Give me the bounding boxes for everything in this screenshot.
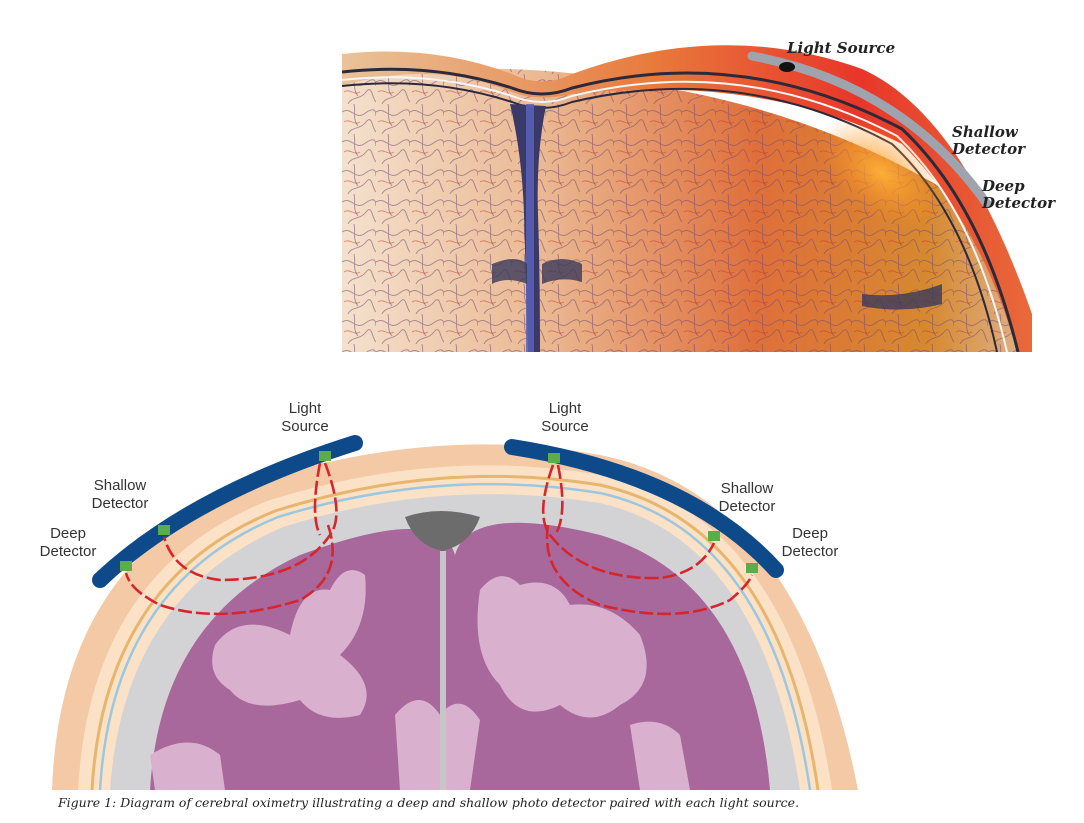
deep-detector-left-label: Deep Detector — [28, 525, 108, 561]
figure-caption: Figure 1: Diagram of cerebral oximetry i… — [58, 795, 799, 810]
shallow-detector-right-label: Shallow Detector — [707, 480, 787, 516]
head-schematic-svg — [0, 385, 1084, 790]
light-source-label: Light Source — [787, 40, 895, 57]
left-shallow-detector-element — [158, 525, 170, 535]
shallow-detector-label: Shallow Detector — [952, 124, 1025, 158]
deep-detector-label: Deep Detector — [982, 178, 1055, 212]
right-light-source-element — [548, 453, 560, 463]
light-source-left-label: Light Source — [270, 400, 340, 436]
shallow-detector-left-label: Shallow Detector — [80, 477, 160, 513]
oximetry-schematic: Light Source Light Source Shallow Detect… — [0, 385, 1084, 790]
right-shallow-detector-element — [708, 531, 720, 541]
light-source-right-label: Light Source — [530, 400, 600, 436]
deep-detector-right-label: Deep Detector — [770, 525, 850, 561]
right-deep-detector-element — [746, 563, 758, 573]
skull-cross-section-art — [342, 14, 1032, 352]
left-deep-detector-element — [120, 561, 132, 571]
left-light-source-element — [319, 451, 331, 461]
anatomical-head-illustration: Light Source Shallow Detector Deep Detec… — [342, 14, 1032, 352]
